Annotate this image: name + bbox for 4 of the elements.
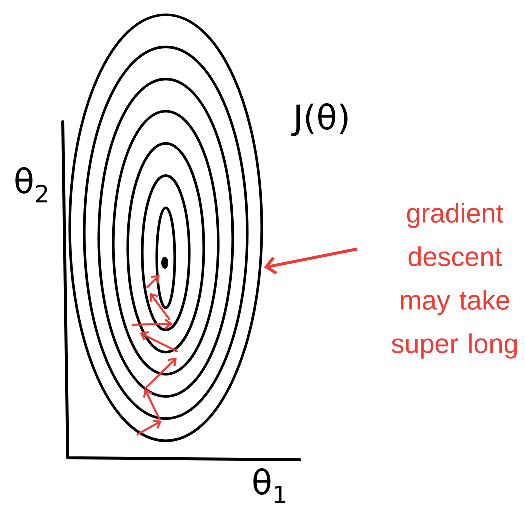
- annotation-text: gradient descent may take super long: [392, 203, 518, 359]
- axis-label: θ$_{1}$: [254, 468, 286, 504]
- arrow: [264, 248, 358, 275]
- contour-plot-drawing: [68, 14, 264, 442]
